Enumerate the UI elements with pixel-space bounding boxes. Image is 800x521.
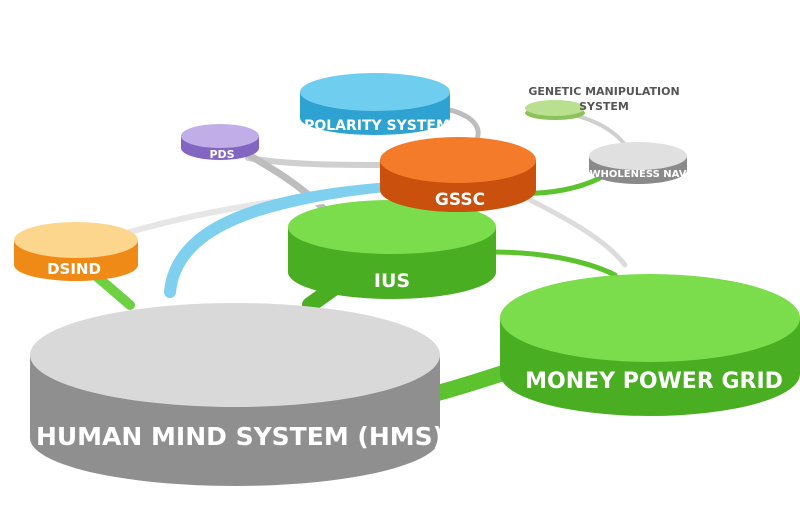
connector-ius-mpg xyxy=(489,249,618,278)
genetic-label-line2: SYSTEM xyxy=(579,100,629,113)
connector-gssc-mpg xyxy=(527,197,628,268)
gssc-label: GSSC xyxy=(435,190,485,210)
node-gssc[interactable]: GSSC xyxy=(380,137,536,212)
connector-hms-gssc-blue xyxy=(164,182,396,298)
node-dsind[interactable]: DSIND xyxy=(14,222,138,281)
polarity-label: POLARITY SYSTEM xyxy=(304,118,450,134)
wholeness-label: WHOLENESS NAV xyxy=(590,169,687,180)
genetic-label-line1: GENETIC MANIPULATION xyxy=(528,85,679,98)
node-polarity-system[interactable]: POLARITY SYSTEM xyxy=(300,73,450,135)
node-money-power-grid[interactable]: MONEY POWER GRID xyxy=(500,274,800,416)
node-ius[interactable]: IUS xyxy=(288,200,496,299)
node-wholeness-nav[interactable]: WHOLENESS NAV xyxy=(589,142,687,184)
connector-hms-gssc-blue-inner xyxy=(178,191,392,294)
pds-label: PDS xyxy=(209,148,234,161)
ius-label: IUS xyxy=(374,270,410,292)
node-genetic-manipulation[interactable]: GENETIC MANIPULATION SYSTEM xyxy=(525,85,680,120)
node-pds[interactable]: PDS xyxy=(181,124,259,161)
mpg-label: MONEY POWER GRID xyxy=(525,369,783,394)
node-human-mind-system[interactable]: HUMAN MIND SYSTEM (HMS) xyxy=(30,303,444,486)
hms-label: HUMAN MIND SYSTEM (HMS) xyxy=(36,422,444,451)
connector-dsind-hms xyxy=(90,270,135,310)
dsind-label: DSIND xyxy=(47,260,101,278)
